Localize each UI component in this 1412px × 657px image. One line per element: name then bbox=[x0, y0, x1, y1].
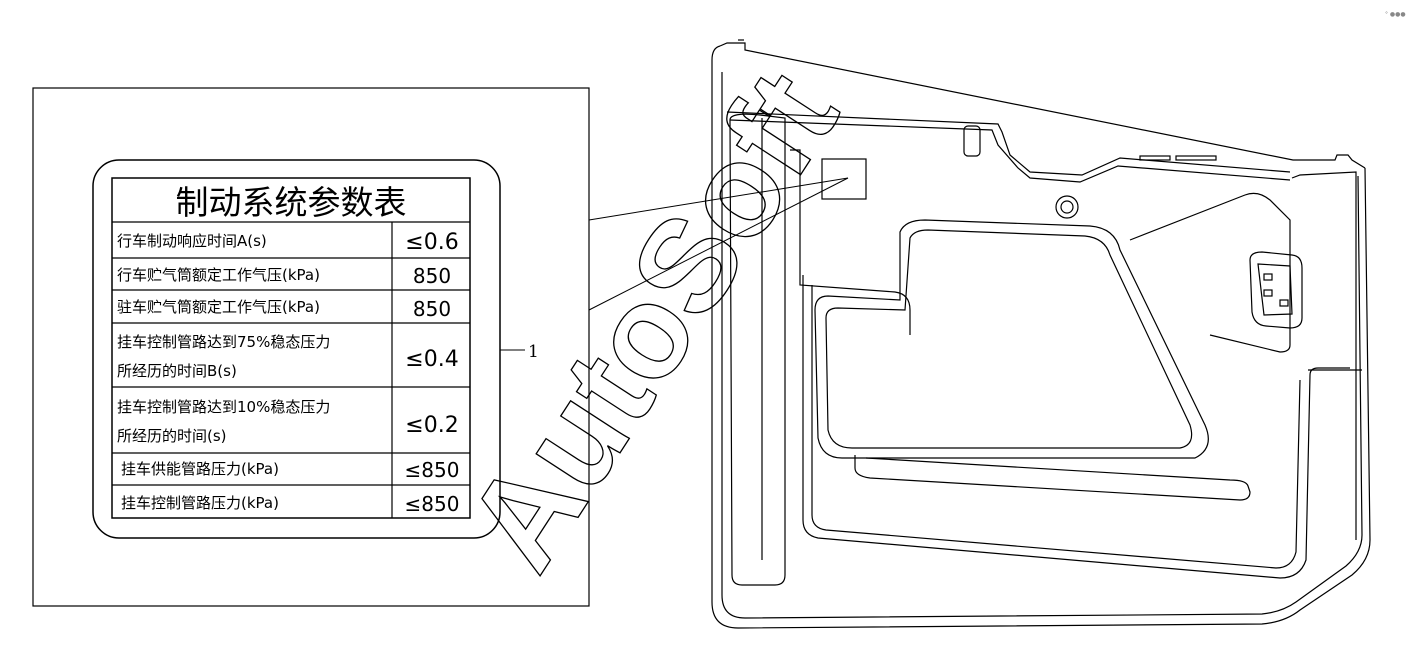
row-label: 行车贮气筒额定工作气压(kPa) bbox=[117, 266, 320, 284]
row-value: ≤850 bbox=[405, 458, 460, 482]
label-plate bbox=[92, 159, 501, 539]
row-label: 挂车控制管路压力(kPa) bbox=[121, 494, 279, 512]
row-label: 驻车贮气筒额定工作气压(kPa) bbox=[117, 298, 320, 316]
row-label: 挂车控制管路达到75%稳态压力 bbox=[117, 333, 330, 351]
row-label: 挂车供能管路压力(kPa) bbox=[121, 460, 279, 478]
magnify-connector-lines bbox=[588, 177, 849, 311]
corner-mark: ° ●●● bbox=[1385, 11, 1406, 18]
table-title: 制动系统参数表 bbox=[176, 183, 407, 222]
row-value: 850 bbox=[413, 297, 451, 321]
row-label: 挂车控制管路达到10%稳态压力 bbox=[117, 398, 330, 416]
table-row-lines bbox=[112, 221, 470, 486]
row-value: ≤0.4 bbox=[405, 347, 458, 372]
row-value: ≤0.2 bbox=[405, 413, 458, 438]
detail-location-square bbox=[821, 158, 867, 200]
row-label: 所经历的时间B(s) bbox=[117, 362, 237, 380]
row-value: ≤0.6 bbox=[405, 230, 458, 255]
table-outline bbox=[111, 177, 471, 519]
callout-number: 1 bbox=[528, 342, 539, 362]
row-value: ≤850 bbox=[405, 492, 460, 516]
detail-frame bbox=[32, 87, 590, 607]
row-label: 所经历的时间(s) bbox=[117, 427, 227, 445]
door-panel-drawing bbox=[711, 39, 1371, 629]
watermark-text: AutoSoft bbox=[438, 47, 865, 594]
row-value: 850 bbox=[413, 264, 451, 288]
row-label: 行车制动响应时间A(s) bbox=[117, 232, 267, 250]
